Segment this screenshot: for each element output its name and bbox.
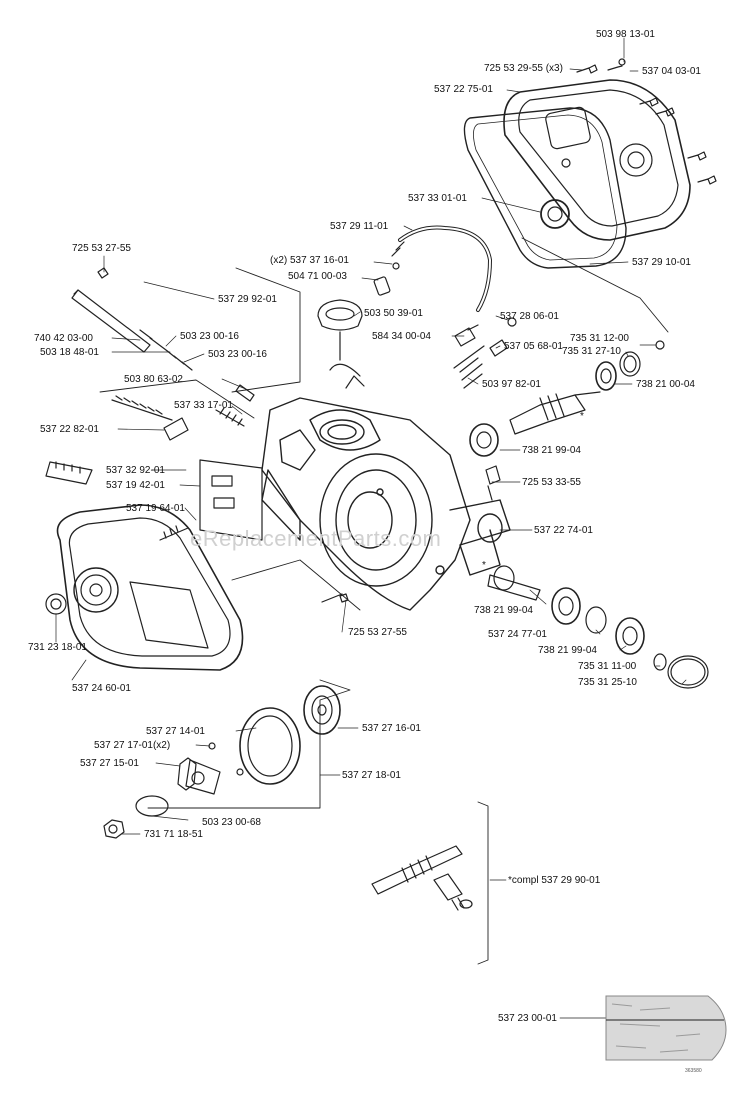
repair-kit-box [605,995,727,1061]
part-label: 537 29 10-01 [632,257,691,268]
part-label: 731 71 18-51 [144,829,203,840]
part-label: 735 31 27-10 [562,346,621,357]
water-hose [373,225,517,327]
part-label: 537 05 68-01 [504,341,563,352]
lower-bearings [321,565,709,689]
tensioner-parts [45,267,263,541]
watermark: eReplacementParts.com [190,526,442,551]
part-label: 503 23 00-16 [208,349,267,360]
part-label: 503 98 13-01 [596,29,655,40]
part-label: 503 23 00-68 [202,817,261,828]
part-label: 503 50 39-01 [364,308,423,319]
part-label: (x2) 537 37 16-01 [270,255,349,266]
part-label: 738 21 99-04 [522,445,581,456]
drawing-code: 363580 [685,1068,702,1074]
cover-assembly [463,58,717,269]
part-label: 738 21 99-04 [538,645,597,656]
part-label: 503 97 82-01 [482,379,541,390]
part-label: 738 21 00-04 [636,379,695,390]
leader-lines [55,37,687,1019]
part-label: 537 27 18-01 [342,770,401,781]
part-label: 537 22 74-01 [534,525,593,536]
part-label: 504 71 00-03 [288,271,347,282]
part-label: 537 24 60-01 [72,683,131,694]
part-label: 503 23 00-16 [180,331,239,342]
part-label: 537 22 75-01 [434,84,493,95]
part-label: 725 53 27-55 [348,627,407,638]
shaft-subassembly [371,845,473,911]
part-label: 725 53 27-55 [72,243,131,254]
gearbox-housing [261,397,511,611]
group-brackets [99,237,669,965]
part-label: * [580,411,584,422]
drive-shaft [469,391,601,501]
part-label: 503 80 63-02 [124,374,183,385]
clutch-parts [103,685,341,839]
part-label: 537 04 03-01 [642,66,701,77]
part-label: 537 19 42-01 [106,480,165,491]
part-label: 537 27 14-01 [146,726,205,737]
belt-guard [45,504,244,671]
part-label: 537 29 92-01 [218,294,277,305]
part-label: 735 31 11-00 [578,661,637,672]
part-label: 537 29 11-01 [330,221,389,232]
part-label: *compl 537 29 90-01 [508,875,601,886]
part-label: 735 31 25-10 [578,677,637,688]
part-label: * [482,560,486,571]
part-label: 537 27 15-01 [80,758,139,769]
part-label: 537 23 00-01 [498,1013,557,1024]
part-label: 584 34 00-04 [372,331,431,342]
part-label: 738 21 99-04 [474,605,533,616]
part-label: 537 22 82-01 [40,424,99,435]
part-label: 537 28 06-01 [500,311,559,322]
part-label: 537 33 17-01 [174,400,233,411]
valve-fittings [317,299,665,391]
part-label: 740 42 03-00 [34,333,93,344]
part-label: 537 27 17-01(x2) [94,740,171,751]
part-label: 731 23 18-01 [28,642,87,653]
part-label: 735 31 12-00 [570,333,629,344]
part-label: 537 19 64-01 [126,503,185,514]
part-label: 725 53 29-55 (x3) [484,63,563,74]
part-label: 725 53 33-55 [522,477,581,488]
part-label: 537 27 16-01 [362,723,421,734]
part-label: 537 33 01-01 [408,193,467,204]
part-label: 537 24 77-01 [488,629,547,640]
part-label: 503 18 48-01 [40,347,99,358]
part-label: 537 32 92-01 [106,465,165,476]
